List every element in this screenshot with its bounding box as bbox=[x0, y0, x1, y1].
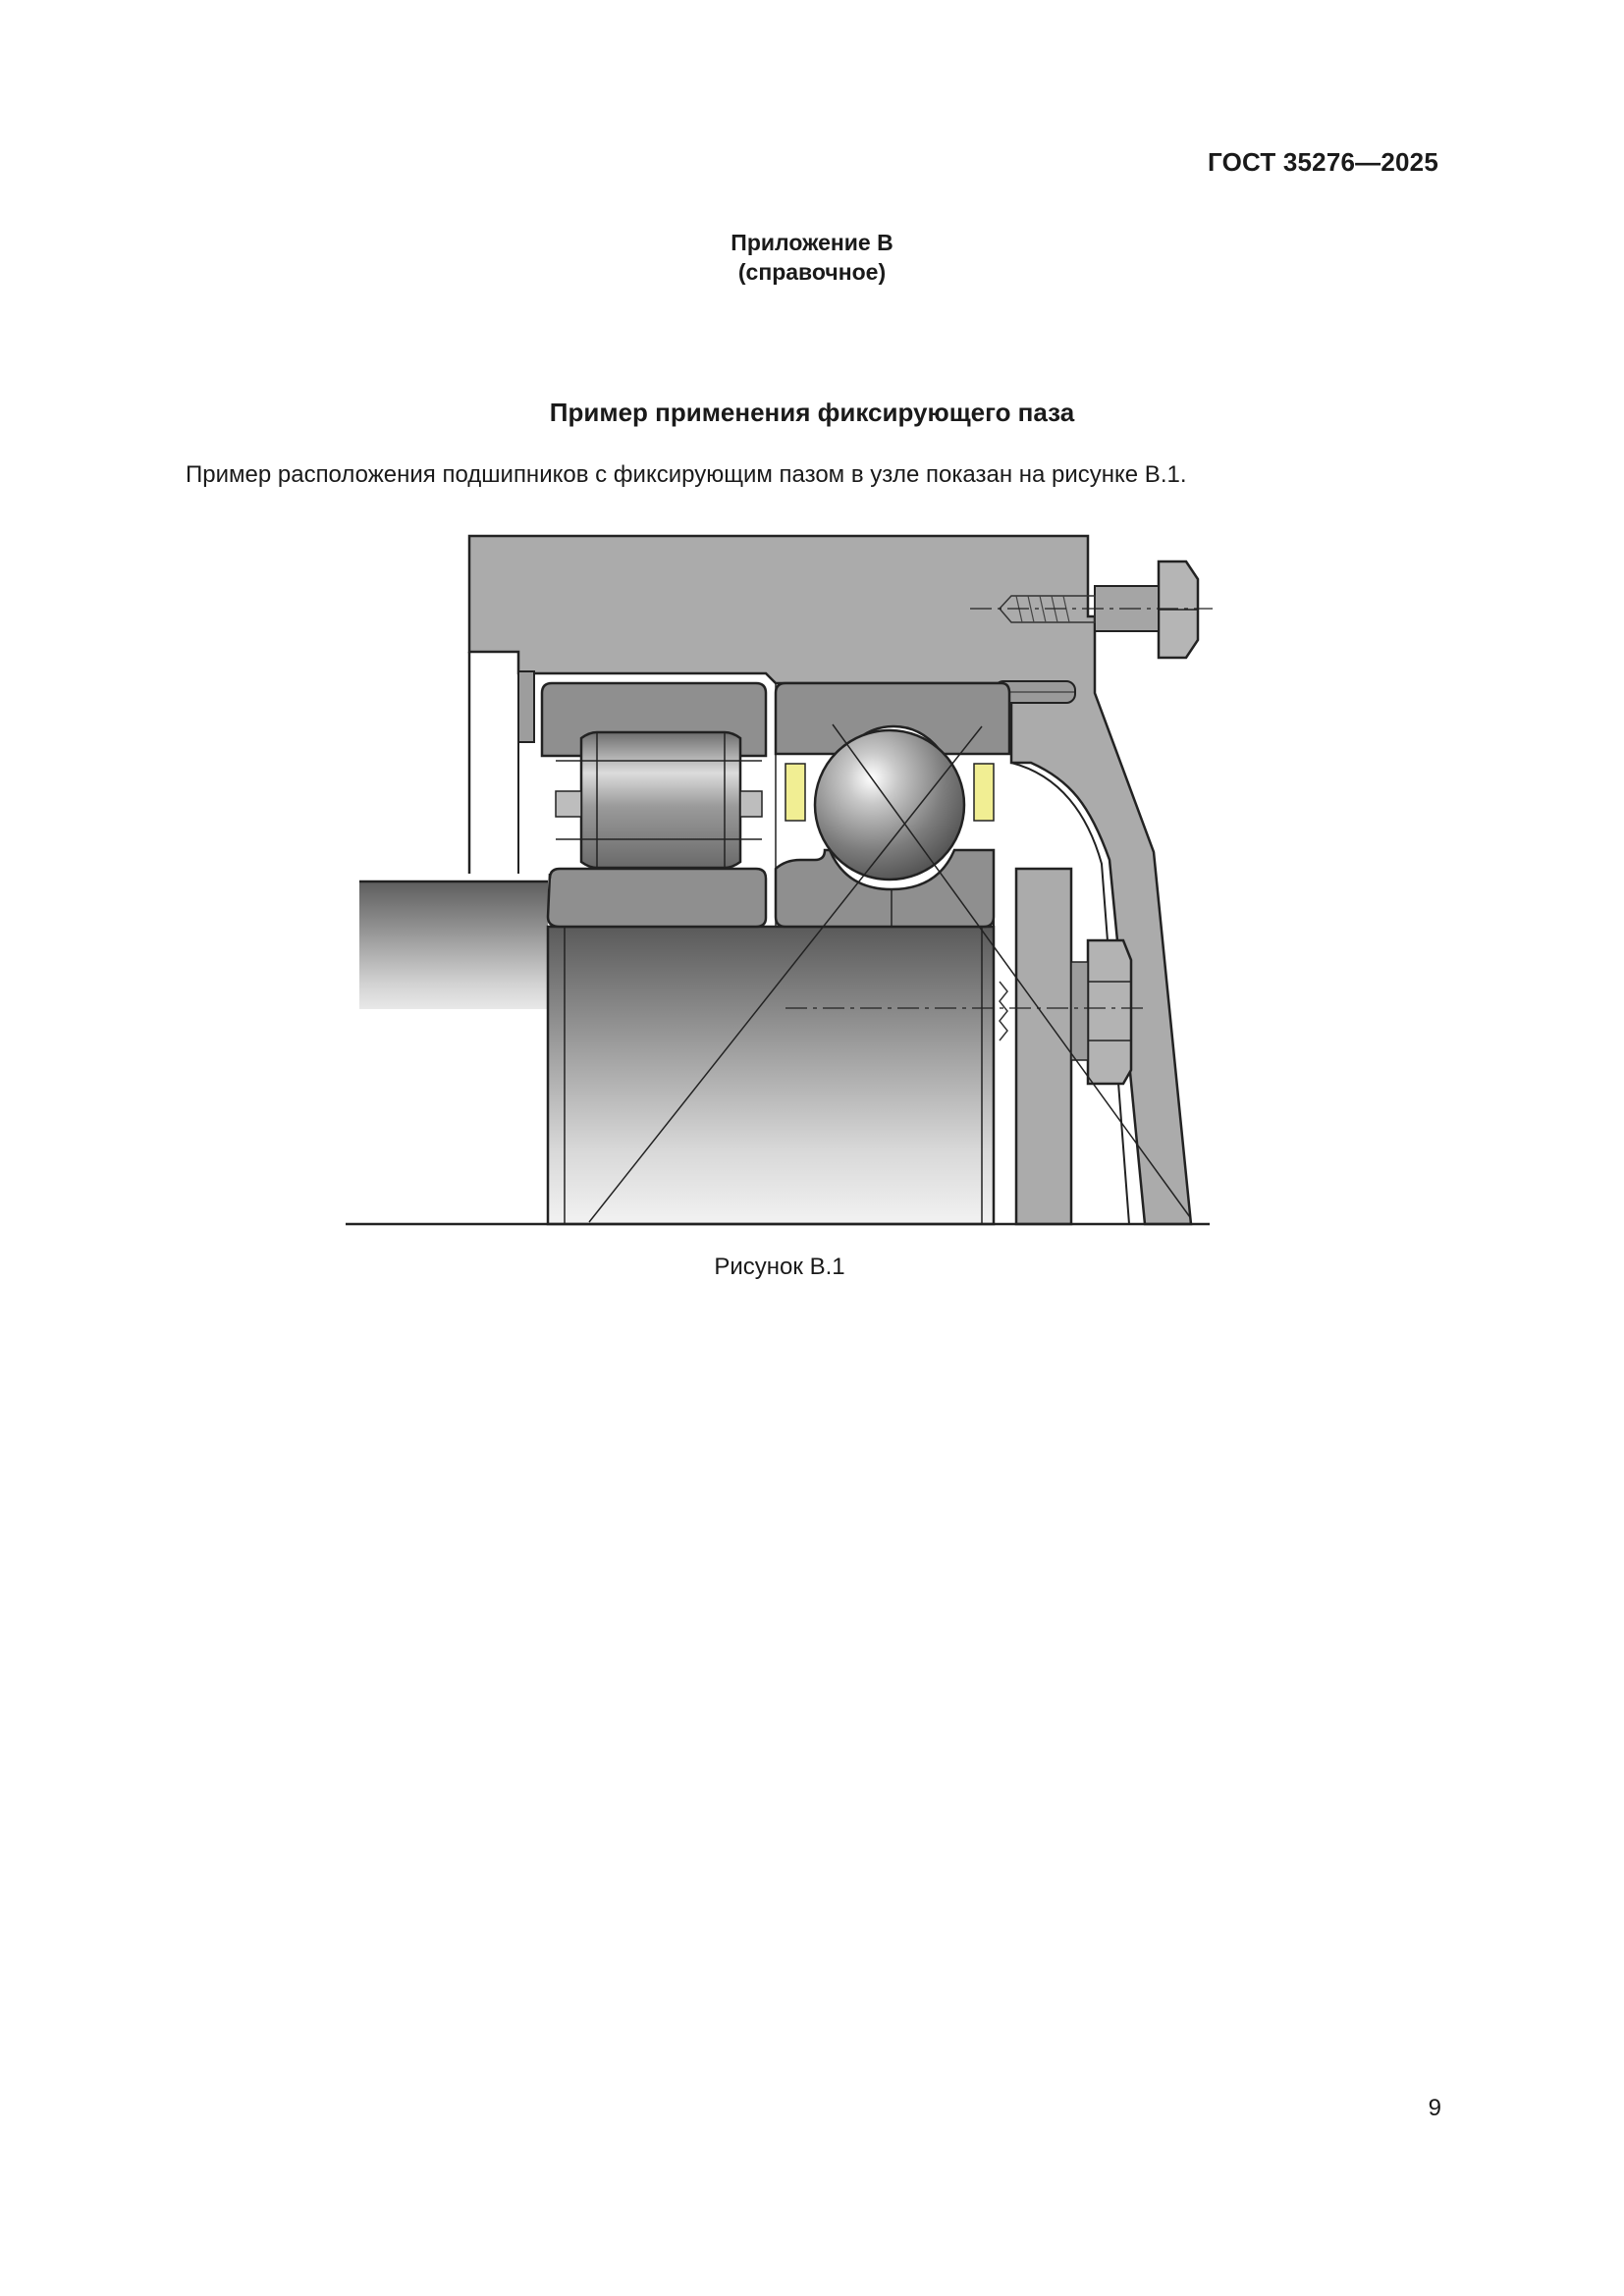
appendix-heading: Приложение В (справочное) bbox=[0, 228, 1624, 287]
appendix-status: (справочное) bbox=[737, 259, 887, 285]
section-title: Пример применения фиксирующего паза bbox=[549, 398, 1075, 427]
shaft bbox=[359, 880, 548, 1009]
figure-caption: Рисунок В.1 bbox=[714, 1254, 845, 1280]
page-number: 9 bbox=[1428, 2095, 1441, 2121]
retaining-ring bbox=[517, 670, 535, 874]
lock-nut bbox=[785, 938, 1144, 1086]
contact-angle-lines bbox=[588, 723, 1191, 1223]
document-code: ГОСТ 35276—2025 bbox=[1208, 147, 1438, 177]
ball-bearing bbox=[774, 681, 1011, 929]
appendix-title: Приложение В bbox=[731, 230, 893, 255]
end-cover bbox=[993, 867, 1073, 1226]
roller-bearing bbox=[540, 681, 768, 929]
body-paragraph: Пример расположения подшипников с фиксир… bbox=[186, 461, 1187, 488]
upper-bolt bbox=[970, 560, 1213, 660]
inner-sleeve bbox=[546, 925, 1008, 1226]
bearing-assembly-drawing bbox=[334, 525, 1218, 1232]
